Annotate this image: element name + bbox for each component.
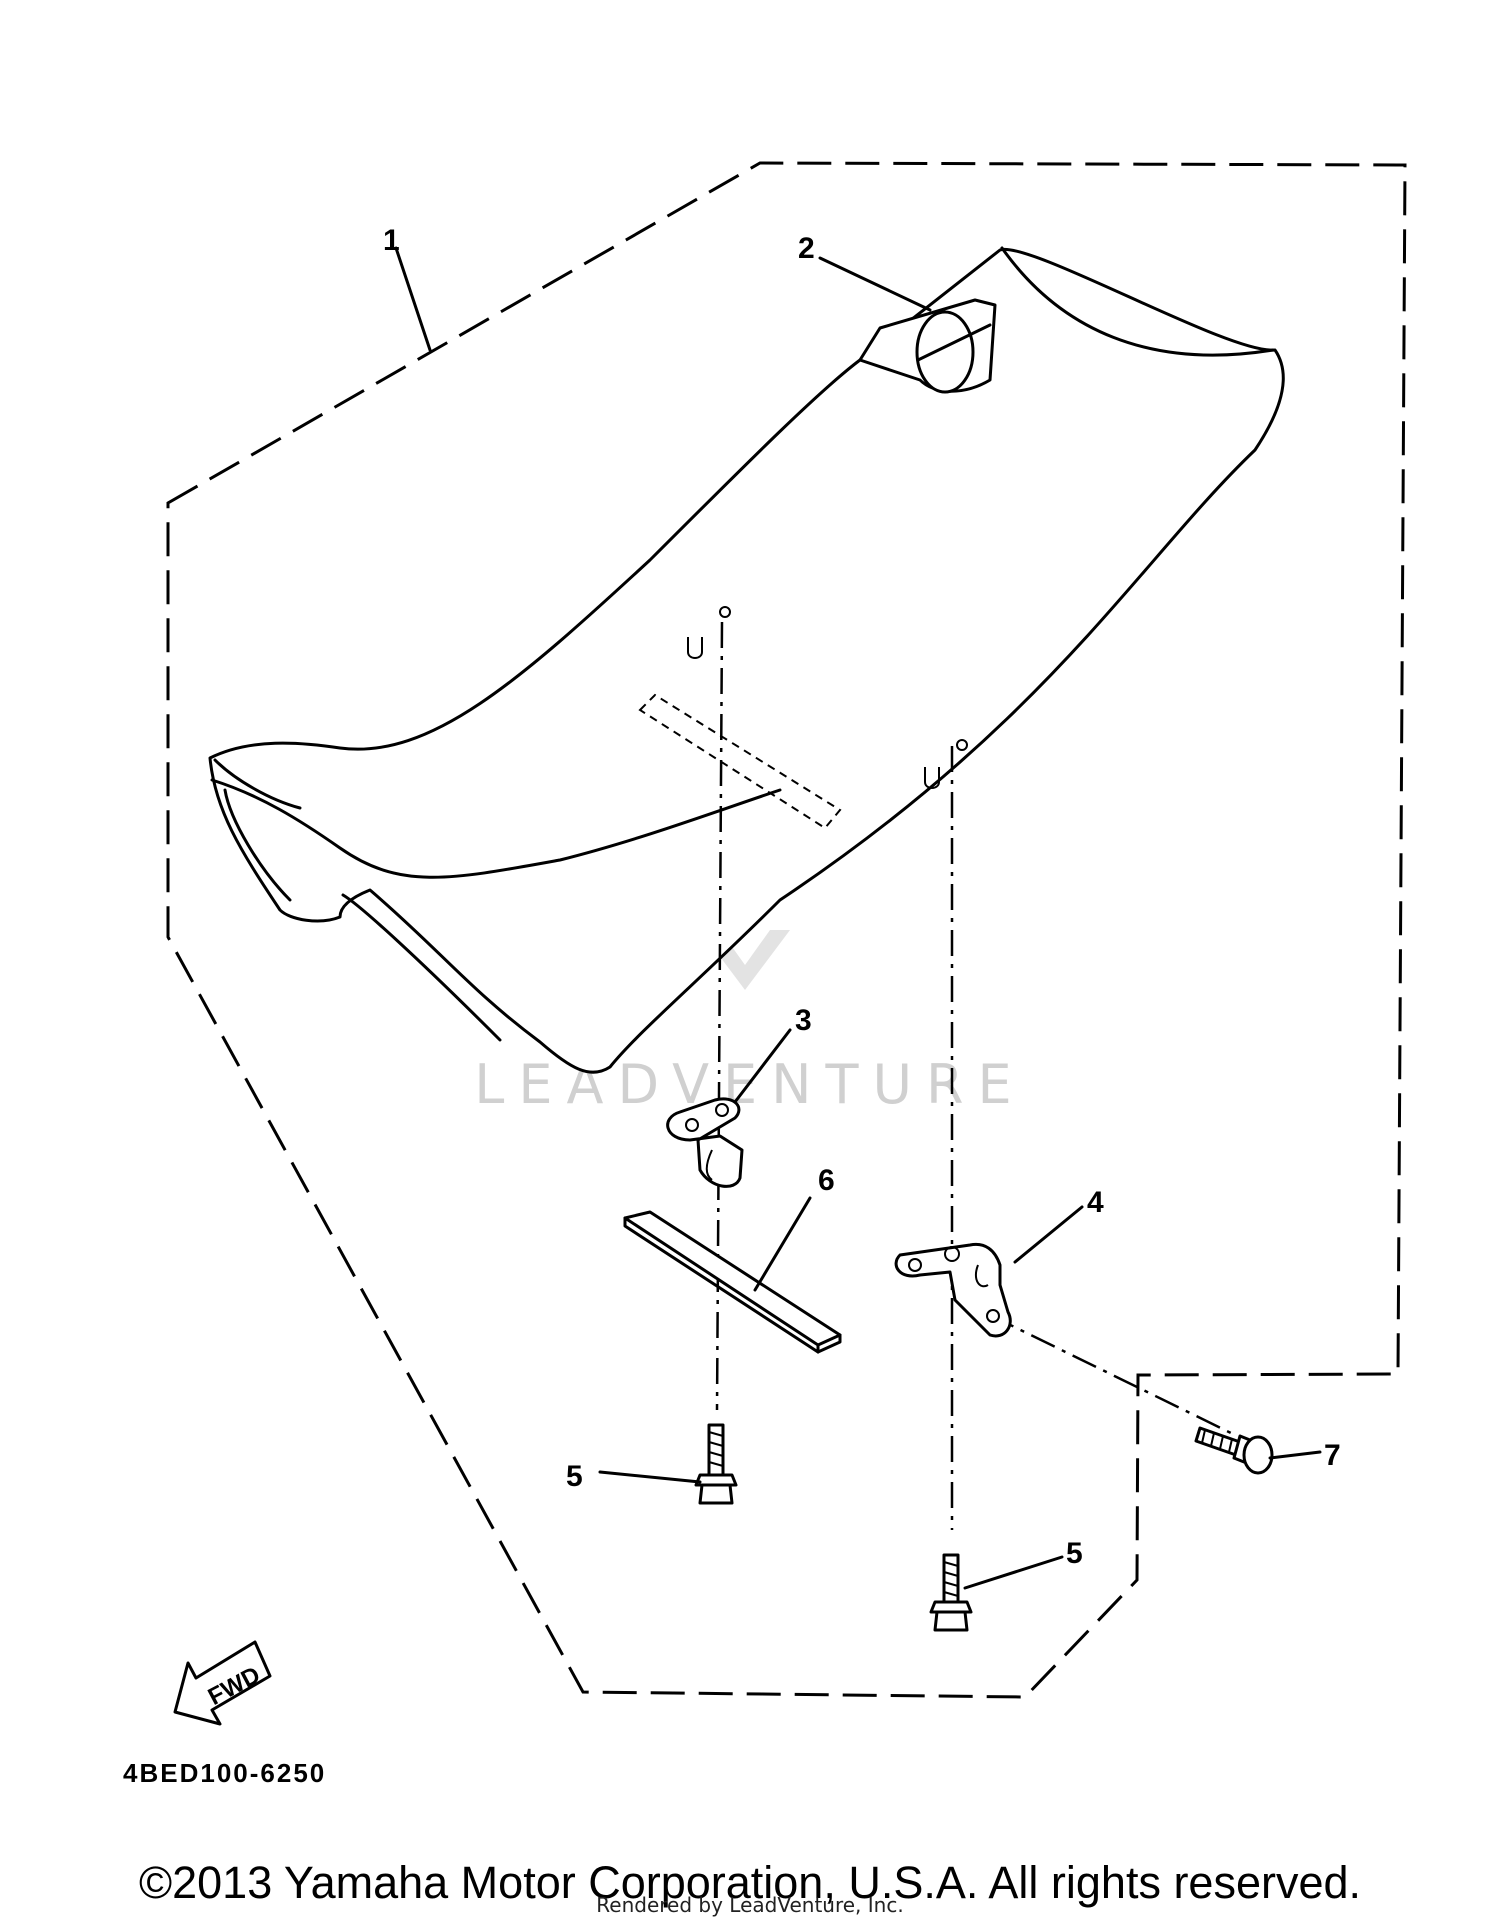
damper-strip-6 <box>623 1210 842 1354</box>
callout-1: 1 <box>383 224 400 257</box>
callout-2: 2 <box>798 232 815 265</box>
callout-3: 3 <box>795 1004 812 1037</box>
bracket-3 <box>666 1097 744 1188</box>
callout-5-right: 5 <box>1066 1537 1083 1570</box>
fwd-arrow: FWD <box>173 1640 272 1726</box>
callout-5-left: 5 <box>566 1460 583 1493</box>
rendered-by-note: Rendered by LeadVenture, Inc. <box>596 1893 904 1917</box>
watermark-text: LEADVENTURE <box>474 1053 1025 1116</box>
callout-7: 7 <box>1324 1439 1341 1472</box>
bolt-5-right <box>929 1553 973 1632</box>
hook-markers <box>687 606 968 789</box>
seat <box>208 246 1285 1074</box>
leader-lines <box>394 246 1322 1590</box>
callout-6: 6 <box>818 1164 835 1197</box>
seat-body <box>208 247 1285 1074</box>
bolt-7 <box>1194 1426 1274 1475</box>
assembly-boundary <box>166 161 1407 1699</box>
diagram-code: 4BED100-6250 <box>123 1758 326 1788</box>
seat-collar <box>858 298 997 394</box>
copyright-notice: ©2013 Yamaha Motor Corporation, U.S.A. A… <box>138 1857 1362 1908</box>
bolt-5-left <box>694 1423 738 1505</box>
bracket-4 <box>894 1242 1012 1338</box>
callout-4: 4 <box>1087 1186 1104 1219</box>
